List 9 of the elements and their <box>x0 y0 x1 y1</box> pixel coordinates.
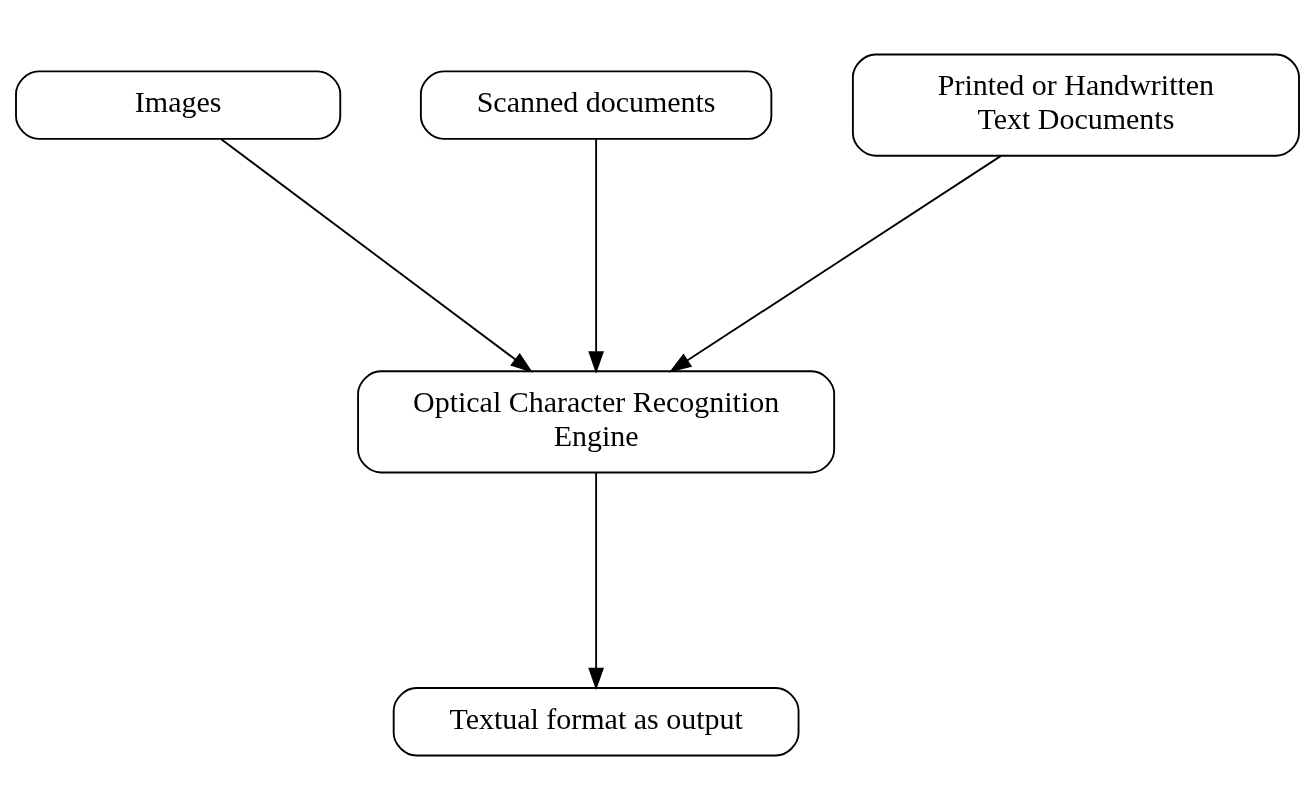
arrow <box>588 471 604 691</box>
node-box: Images <box>15 70 342 140</box>
arrow <box>668 154 1002 373</box>
node-box: Scanned documents <box>419 70 773 140</box>
arrow <box>588 138 604 374</box>
node-box: Printed or Handwritten Text Documents <box>851 53 1300 157</box>
node-box: Textual format as output <box>392 687 800 757</box>
arrow <box>220 138 533 373</box>
node-box: Optical Character Recognition Engine <box>357 370 836 474</box>
